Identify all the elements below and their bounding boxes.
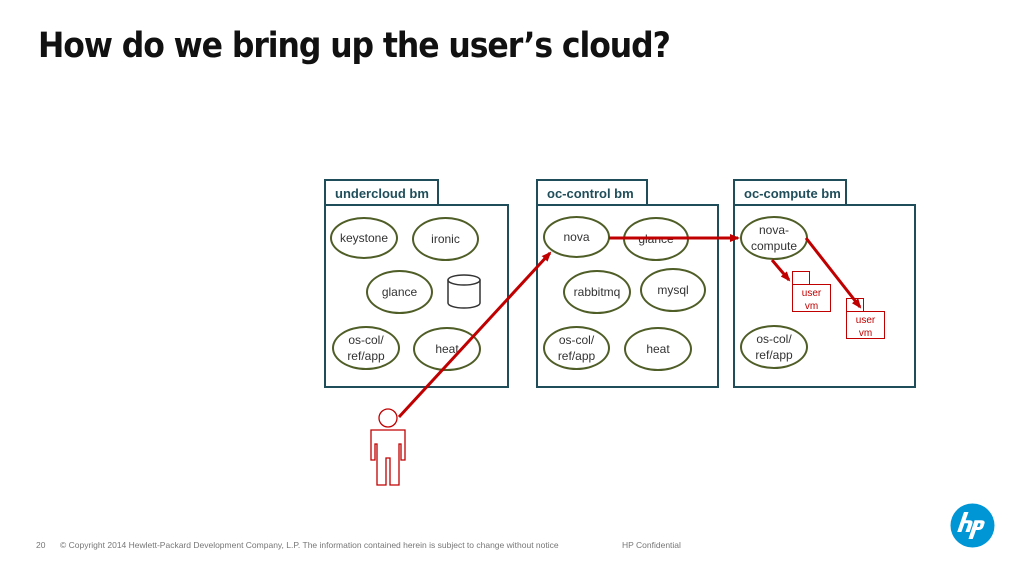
hp-logo-icon (950, 503, 995, 548)
arrow-to-user-vm-1 (770, 259, 791, 282)
undercloud-glance-node: glance (366, 270, 433, 314)
user-vm-1-tab (792, 271, 810, 284)
control-mysql-node: mysql (640, 268, 706, 312)
user-vm-2: user vm (846, 311, 885, 339)
control-heat-node: heat (624, 327, 692, 371)
undercloud-keystone-node: keystone (330, 217, 398, 259)
database-icon (447, 274, 481, 309)
arrow-to-user-vm-2 (804, 237, 862, 309)
slide-title: How do we bring up the user’s cloud? (38, 26, 671, 66)
copyright-notice: © Copyright 2014 Hewlett-Packard Develop… (60, 540, 559, 550)
page-number: 20 (36, 540, 46, 550)
compute-nova-compute-node: nova- compute (740, 216, 808, 260)
user-vm-1: user vm (792, 284, 831, 312)
arrow-user-to-nova (397, 251, 552, 419)
control-rabbitmq-node: rabbitmq (563, 270, 631, 314)
control-tab: oc-control bm (536, 179, 648, 205)
confidential-label: HP Confidential (622, 540, 681, 550)
user-icon (370, 408, 406, 486)
control-nova-node: nova (543, 216, 610, 258)
compute-tab: oc-compute bm (733, 179, 847, 205)
undercloud-ironic-node: ironic (412, 217, 479, 261)
control-oscol-node: os-col/ ref/app (543, 326, 610, 370)
compute-oscol-node: os-col/ ref/app (740, 325, 808, 369)
undercloud-oscol-node: os-col/ ref/app (332, 326, 400, 370)
undercloud-tab: undercloud bm (324, 179, 439, 205)
